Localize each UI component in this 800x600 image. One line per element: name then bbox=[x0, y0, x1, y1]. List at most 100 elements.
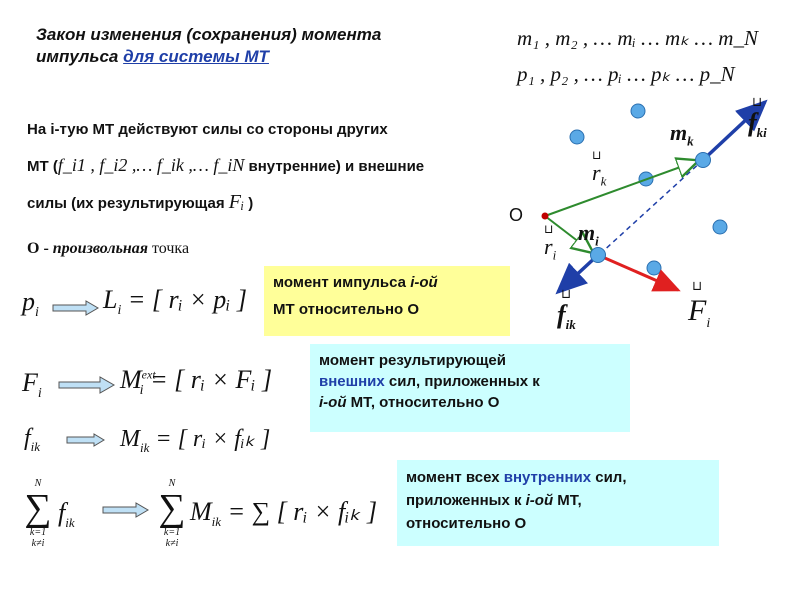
resultant-external-force-symbol: Fᵢ bbox=[228, 191, 245, 213]
eq2-lhs-main: F bbox=[22, 368, 38, 397]
eq4-expression: = ∑ [ rᵢ × fᵢₖ ] bbox=[227, 497, 378, 526]
intro-line-2-start: МТ ( bbox=[27, 158, 58, 175]
masses-formula: m₁ , m₂ , … mᵢ … mₖ … m_N bbox=[517, 26, 758, 50]
eq4-lhs-main: f bbox=[58, 498, 66, 527]
origin-label: O bbox=[509, 205, 524, 225]
box3-line-1-start: момент всех bbox=[406, 469, 504, 486]
internal-forces-list: f_i1 , f_i2 ,… f_ik ,… f_iN bbox=[57, 155, 245, 175]
vector-mark: ⊔ bbox=[752, 94, 763, 109]
label-Fi-main: F bbox=[688, 294, 707, 327]
box2-line-2: внешних сил, приложенных к bbox=[319, 371, 621, 392]
eq4-sum-mid: N ∑ k=1 k≠i bbox=[152, 478, 192, 549]
eq4-rhs: Mik = ∑ [ rᵢ × fᵢₖ ] bbox=[190, 497, 377, 530]
eq4-sum-lhs: N ∑ k=1 k≠i bbox=[18, 478, 58, 549]
eq1-lhs-main: p bbox=[22, 287, 35, 316]
title-line-1: Закон изменения (сохранения) момента bbox=[36, 25, 382, 44]
box2-line-3: i-ой МТ, относительно О bbox=[319, 392, 621, 413]
label-fik: ⊔fik bbox=[557, 286, 576, 333]
particle-point bbox=[646, 260, 662, 276]
radius-vector-k bbox=[544, 161, 697, 217]
box2-line-3-end: МТ, относительно О bbox=[346, 394, 500, 411]
eq2-rhs-main: M bbox=[120, 365, 142, 394]
box1-line-1-start: момент импульса bbox=[273, 274, 411, 291]
label-fik-main: f bbox=[557, 300, 566, 329]
label-ri: ⊔ri bbox=[544, 222, 557, 263]
intro-line-3-start: силы (их результирующая bbox=[27, 195, 229, 212]
eq2-arrow-icon bbox=[58, 376, 116, 394]
eq1-lhs: pi bbox=[22, 287, 39, 321]
box2-line-2-blue: внешних bbox=[319, 373, 385, 390]
title-line-2: импульса для системы МТ bbox=[36, 46, 381, 68]
intro-line-2-end: внутренние) и внешние bbox=[244, 158, 425, 175]
box-angular-momentum: момент импульса i-ой МТ относительно О bbox=[264, 266, 510, 336]
box3-line-1: момент всех внутренних сил, bbox=[406, 466, 710, 489]
box3-line-1-blue: внутренних bbox=[503, 469, 592, 486]
origin-note-bold: О - bbox=[27, 240, 53, 257]
label-mk: mk bbox=[670, 120, 694, 149]
page-title: Закон изменения (сохранения) момента имп… bbox=[36, 24, 381, 68]
intro-line-2: МТ (f_i1 , f_i2 ,… f_ik ,… f_iN внутренн… bbox=[27, 155, 424, 177]
box1-line-1-italic: i-ой bbox=[410, 274, 438, 291]
label-mi: mi bbox=[578, 220, 599, 249]
origin-note: О - произвольная точка bbox=[27, 240, 189, 258]
particle-point bbox=[712, 219, 728, 235]
eq4-sum-bottom-1: k=1 bbox=[29, 527, 47, 538]
label-rk: ⊔rk bbox=[592, 148, 606, 189]
box3-line-2: приложенных к i-ой МТ, bbox=[406, 489, 710, 512]
eq2-lhs: Fi bbox=[22, 368, 42, 402]
eq4-mid-main: M bbox=[190, 497, 212, 526]
eq2-rhs-sub: i bbox=[139, 383, 144, 399]
eq2-expression: = [ rᵢ × Fᵢ ] bbox=[150, 365, 273, 394]
label-rk-main: r bbox=[592, 160, 601, 185]
eq4-sum-mid-top: N bbox=[168, 478, 176, 489]
label-fki-sub: ki bbox=[756, 125, 767, 141]
intro-line-1: На i-тую МТ действуют силы со стороны др… bbox=[27, 121, 388, 138]
label-Fi-sub: i bbox=[706, 316, 711, 331]
vector-mark: ⊔ bbox=[592, 148, 602, 162]
eq1-arrow-icon bbox=[52, 300, 99, 316]
eq4-arrow-icon bbox=[102, 502, 149, 518]
box3-line-2-start: приложенных к bbox=[406, 492, 526, 509]
box2-line-2-end: сил, приложенных к bbox=[384, 373, 540, 390]
eq1-rhs-main: L bbox=[103, 285, 118, 314]
label-mi-sub: i bbox=[595, 233, 599, 249]
label-ri-sub: i bbox=[552, 247, 557, 263]
eq4-lhs-sub: ik bbox=[65, 515, 75, 531]
vector-mark: ⊔ bbox=[561, 286, 572, 301]
box-external-torque: момент результирующей внешних сил, прило… bbox=[310, 344, 630, 432]
label-fki: ⊔fki bbox=[748, 94, 767, 141]
eq3-rhs-sub: ik bbox=[140, 439, 150, 455]
eq3-rhs-main: M bbox=[120, 426, 140, 452]
eq2-lhs-sub: i bbox=[37, 386, 42, 402]
particle-mi bbox=[590, 247, 606, 263]
eq4-lhs: fik bbox=[58, 498, 75, 531]
box3-line-1-end: сил, bbox=[591, 469, 627, 486]
box3-line-2-end: МТ, bbox=[553, 492, 582, 509]
origin-note-italic: произвольная bbox=[52, 240, 149, 257]
label-fik-sub: ik bbox=[565, 317, 576, 333]
eq3-expression: = [ rᵢ × fᵢₖ ] bbox=[155, 426, 271, 452]
box2-line-3-italic: i-ой bbox=[319, 394, 347, 411]
label-Fi: ⊔Fi bbox=[688, 278, 711, 332]
box3-line-2-italic: i-ой bbox=[525, 492, 554, 509]
box1-line-1: момент импульса i-ой bbox=[273, 272, 501, 293]
eq1-rhs-sub: i bbox=[117, 303, 122, 319]
eq4-sum-bottom-2: k≠i bbox=[31, 538, 45, 549]
external-force-arrow bbox=[597, 253, 681, 292]
box3-line-3: относительно О bbox=[406, 515, 527, 532]
intro-line-3-end: ) bbox=[244, 195, 254, 212]
eq4-mid-sub: ik bbox=[211, 514, 222, 530]
eq3-lhs-sub: ik bbox=[30, 438, 41, 454]
eq1-rhs: Li = [ rᵢ × pᵢ ] bbox=[103, 285, 247, 319]
box2-line-1: момент результирующей bbox=[319, 352, 506, 369]
eq4-sum-mid-symbol: ∑ bbox=[158, 487, 186, 529]
eq3-lhs: fik bbox=[24, 425, 40, 455]
vector-mark: ⊔ bbox=[544, 222, 554, 236]
eq4-sum-mid-bottom-2: k≠i bbox=[165, 538, 179, 549]
eq3-lhs-main: f bbox=[24, 425, 31, 451]
origin-point bbox=[541, 212, 549, 220]
title-line-2-plain: импульса bbox=[36, 47, 124, 66]
label-mi-main: m bbox=[578, 220, 596, 245]
label-ri-main: r bbox=[544, 234, 553, 259]
